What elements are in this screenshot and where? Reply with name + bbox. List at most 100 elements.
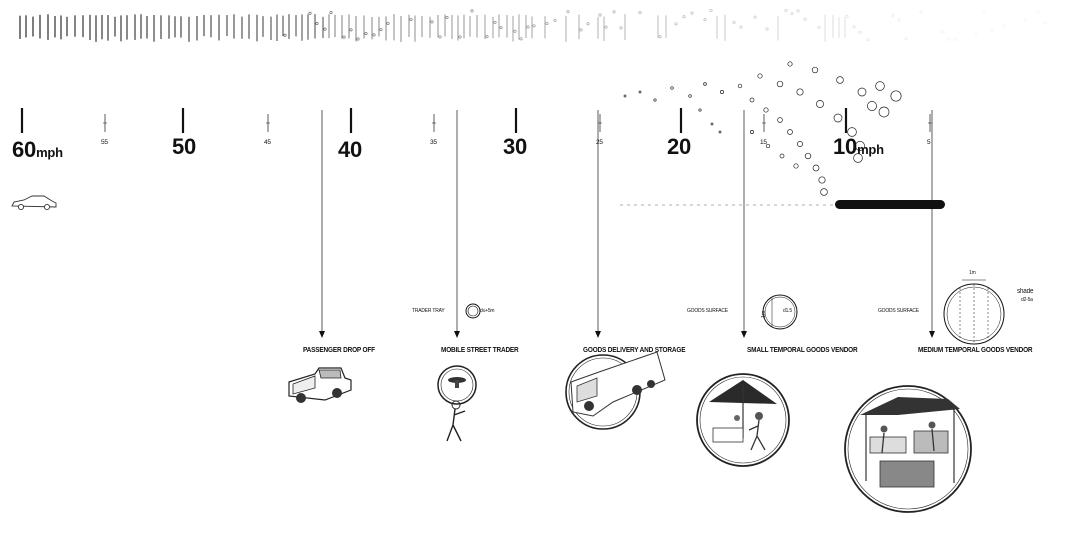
bubble xyxy=(787,129,793,135)
category-small-temporal-goods-vendor: SMALL TEMPORAL GOODS VENDOR xyxy=(747,345,858,354)
speed-label-15: 15 xyxy=(760,139,767,146)
texture-dot xyxy=(784,8,788,12)
texture-dot xyxy=(765,27,769,31)
medium-goods-surface-label: GOODS SURFACE xyxy=(878,308,919,314)
bubble xyxy=(793,163,799,169)
bubble xyxy=(688,94,692,98)
bubble xyxy=(623,94,627,98)
speed-label-55: 55 xyxy=(101,139,108,146)
texture-dot xyxy=(638,11,642,15)
texture-dot xyxy=(1036,10,1040,14)
bubble xyxy=(867,101,877,111)
texture-dot xyxy=(674,22,678,26)
bubble xyxy=(890,90,902,102)
bubble xyxy=(720,90,724,94)
bubble xyxy=(670,86,674,90)
texture-dot xyxy=(379,28,383,32)
small-goods-surface-diagram xyxy=(762,294,798,330)
speed-label-35: 35 xyxy=(430,139,437,146)
speed-smear-line xyxy=(620,200,945,209)
texture-dot xyxy=(409,17,413,21)
bubble xyxy=(749,97,755,103)
texture-dot xyxy=(703,18,707,22)
bubble xyxy=(737,83,743,89)
bubble xyxy=(797,141,803,147)
bubble xyxy=(855,141,865,151)
speed-label-5: 5 xyxy=(927,139,931,146)
speed-label-60: 60mph xyxy=(12,137,63,162)
medium-goods-top-dimension: 1m xyxy=(969,270,976,276)
texture-dot xyxy=(866,38,870,42)
texture-dot xyxy=(940,30,944,34)
drop-arrow xyxy=(595,331,601,338)
texture-dot xyxy=(604,25,608,29)
bubble xyxy=(847,127,857,137)
bubble xyxy=(811,66,819,74)
trader-tray-label: TRADER TRAY xyxy=(412,308,445,314)
texture-dot xyxy=(904,37,908,41)
category-mobile-street-trader: MOBILE STREET TRADER xyxy=(441,345,519,354)
texture-dot xyxy=(612,10,616,14)
bubble xyxy=(703,82,707,86)
shade-label: shade xyxy=(1017,288,1034,295)
texture-dot xyxy=(658,35,662,39)
texture-dot xyxy=(990,28,994,32)
bubble xyxy=(818,176,826,184)
texture-dot xyxy=(430,20,434,24)
speed-label-25: 25 xyxy=(596,139,603,146)
texture-dot xyxy=(553,18,557,22)
texture-dot xyxy=(283,33,287,37)
bubble xyxy=(820,188,828,196)
texture-dot xyxy=(493,20,497,24)
trader-tray-diagram xyxy=(465,303,481,319)
texture-dot xyxy=(445,16,449,20)
texture-dot xyxy=(796,9,800,13)
speed-label-40: 40 xyxy=(338,137,363,162)
bubble xyxy=(787,61,793,67)
speed-label-10: 10mph xyxy=(833,134,884,159)
category-goods-delivery-storage: GOODS DELIVERY AND STORAGE xyxy=(583,345,686,354)
texture-dot xyxy=(1023,19,1027,23)
texture-dot xyxy=(947,37,951,41)
category-passenger-drop-off: PASSENGER DROP OFF xyxy=(303,345,375,354)
texture-dot xyxy=(356,37,360,41)
medium-goods-surface-diagram xyxy=(943,279,1005,345)
bubble xyxy=(857,87,867,97)
bubble xyxy=(812,164,820,172)
bubble xyxy=(833,113,843,123)
texture-dot xyxy=(598,13,602,17)
vendor-vignettes xyxy=(288,351,972,513)
umbrella-vendor-icon xyxy=(696,373,790,467)
speed-label-45: 45 xyxy=(264,139,271,146)
texture-dot xyxy=(739,25,743,29)
texture-dot xyxy=(323,27,327,31)
bubble xyxy=(750,130,754,134)
texture-dot xyxy=(891,13,895,17)
texture-dot xyxy=(308,11,312,15)
drop-arrow xyxy=(454,331,460,338)
texture-dot xyxy=(532,24,536,28)
texture-dot xyxy=(566,10,570,14)
texture-dot xyxy=(438,35,442,39)
texture-dot xyxy=(315,22,319,26)
car-icon xyxy=(11,195,57,211)
pickup-truck-icon xyxy=(288,367,352,403)
texture-dot xyxy=(329,10,333,14)
speed-texture-dots xyxy=(623,61,902,196)
texture-dot xyxy=(732,20,736,24)
bubble xyxy=(836,76,844,84)
speed-unit-60: mph xyxy=(36,145,63,160)
drop-arrow xyxy=(319,331,325,338)
texture-dot xyxy=(690,11,694,15)
bubble xyxy=(853,153,863,163)
drop-arrow xyxy=(741,331,747,338)
bubble xyxy=(816,100,824,108)
bubble xyxy=(757,73,763,79)
bubble xyxy=(765,143,771,149)
texture-dot xyxy=(499,26,503,30)
drop-lines xyxy=(319,110,935,338)
bubble xyxy=(638,90,642,94)
bubble xyxy=(796,88,804,96)
texture-dot xyxy=(619,26,623,30)
